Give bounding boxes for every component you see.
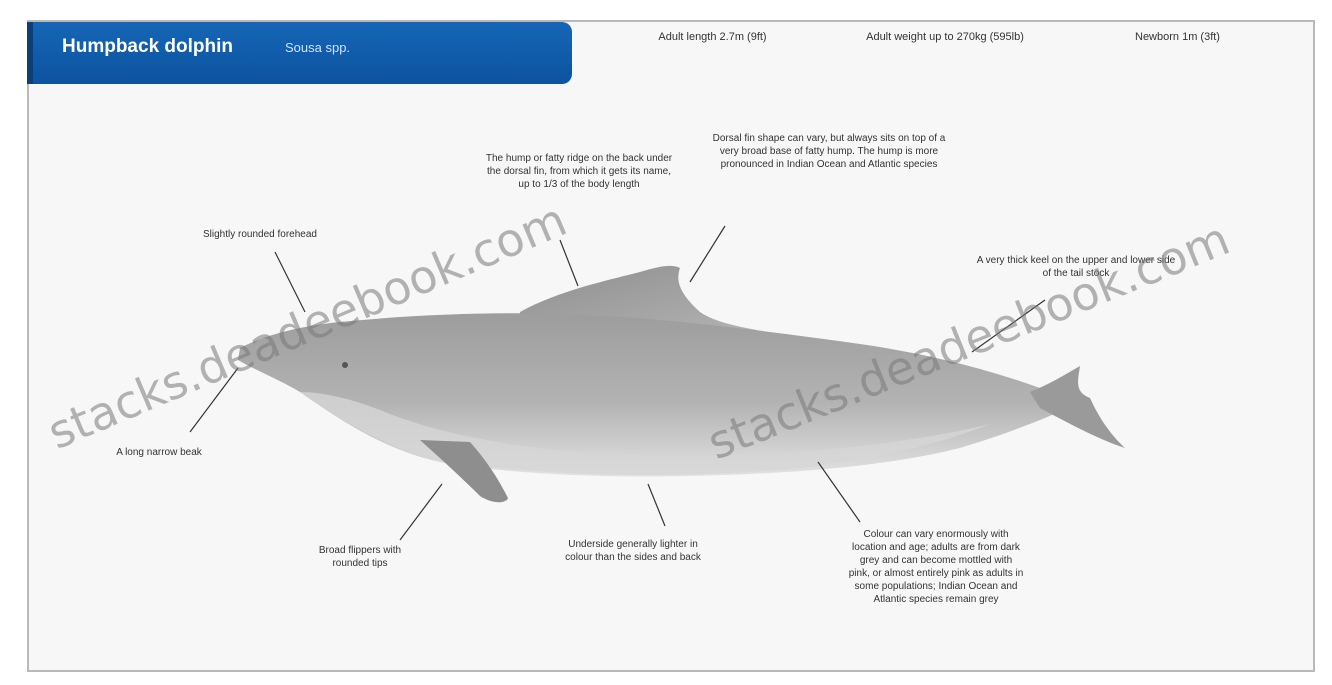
pointer-hump <box>559 239 579 287</box>
pointer-forehead <box>274 251 306 313</box>
pointer-keel <box>971 299 1046 353</box>
pointer-beak <box>189 367 239 433</box>
pectoral-flipper <box>420 440 508 503</box>
pointer-underside <box>647 483 666 527</box>
stat-adult-weight: Adult weight up to 270kg (595lb) <box>866 31 1024 43</box>
callout-dorsal: Dorsal fin shape can vary, but always si… <box>712 133 946 170</box>
callout-underside: Underside generally lighter in colour th… <box>565 539 701 563</box>
dolphin-body <box>238 313 1090 477</box>
callout-hump: The hump or fatty ridge on the back unde… <box>485 153 673 190</box>
page-title: Humpback dolphin <box>62 36 233 57</box>
tail-fluke <box>1030 366 1125 448</box>
stat-adult-length: Adult length 2.7m (9ft) <box>658 31 767 43</box>
stat-newborn: Newborn 1m (3ft) <box>1135 31 1220 43</box>
callout-colour: Colour can vary enormously with location… <box>848 529 1024 605</box>
pointer-colour <box>817 461 861 523</box>
dolphin-eye <box>342 362 348 368</box>
header-banner <box>27 22 572 84</box>
pointer-flippers <box>399 483 443 541</box>
species-subtitle: Sousa spp. <box>285 40 351 55</box>
pointer-dorsal <box>689 225 726 283</box>
callout-forehead: Slightly rounded forehead <box>203 229 317 240</box>
callout-beak: A long narrow beak <box>116 447 202 458</box>
callout-keel: A very thick keel on the upper and lower… <box>976 255 1176 279</box>
callout-flippers: Broad flippers with rounded tips <box>318 545 402 569</box>
